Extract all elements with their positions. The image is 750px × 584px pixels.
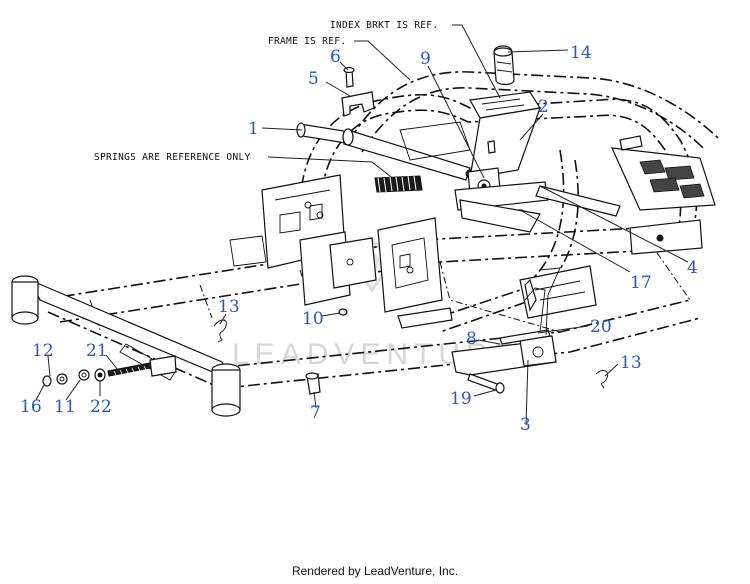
callout-13-left: 13 — [218, 297, 240, 317]
callout-16: 16 — [20, 397, 42, 417]
index-bracket-lever — [399, 91, 621, 233]
callout-8: 8 — [466, 329, 477, 349]
footer-credit: Rendered by LeadVenture, Inc. — [291, 564, 459, 578]
callout-11: 11 — [54, 397, 76, 417]
pivot-bracket-assembly — [397, 267, 561, 394]
callout-1: 1 — [248, 119, 259, 139]
index-bracket-ref-note: INDEX BRKT IS REF. — [330, 20, 438, 31]
callout-20: 20 — [590, 317, 612, 337]
damper-cylinder — [296, 122, 475, 181]
callout-13-right: 13 — [620, 353, 642, 373]
callout-7: 7 — [310, 403, 321, 423]
lever-knob — [493, 45, 515, 86]
callout-3: 3 — [520, 415, 531, 435]
side-plates — [229, 174, 443, 313]
springs-ref-note: SPRINGS ARE REFERENCE ONLY — [94, 152, 251, 163]
callout-leaders — [35, 49, 689, 426]
rear-right-bracket — [519, 135, 716, 319]
loose-hardware — [42, 308, 609, 395]
callout-2: 2 — [538, 97, 549, 117]
reference-leaders — [267, 24, 501, 181]
callout-9: 9 — [420, 49, 431, 69]
callout-numbers: 1 2 3 4 5 6 7 8 9 10 11 12 13 13 14 16 1… — [20, 43, 698, 435]
callout-17: 17 — [630, 273, 652, 293]
callout-12: 12 — [32, 341, 54, 361]
callout-22: 22 — [90, 397, 112, 417]
frame-ref-note: FRAME IS REF. — [268, 36, 346, 47]
callout-6: 6 — [330, 47, 341, 67]
callout-21: 21 — [86, 341, 108, 361]
clamp-and-bolt — [341, 66, 496, 154]
reference-spring — [374, 175, 423, 193]
callout-14: 14 — [570, 43, 592, 63]
callout-10: 10 — [302, 309, 324, 329]
callout-19: 19 — [450, 389, 472, 409]
callout-5: 5 — [308, 69, 319, 89]
callout-4: 4 — [687, 258, 698, 278]
